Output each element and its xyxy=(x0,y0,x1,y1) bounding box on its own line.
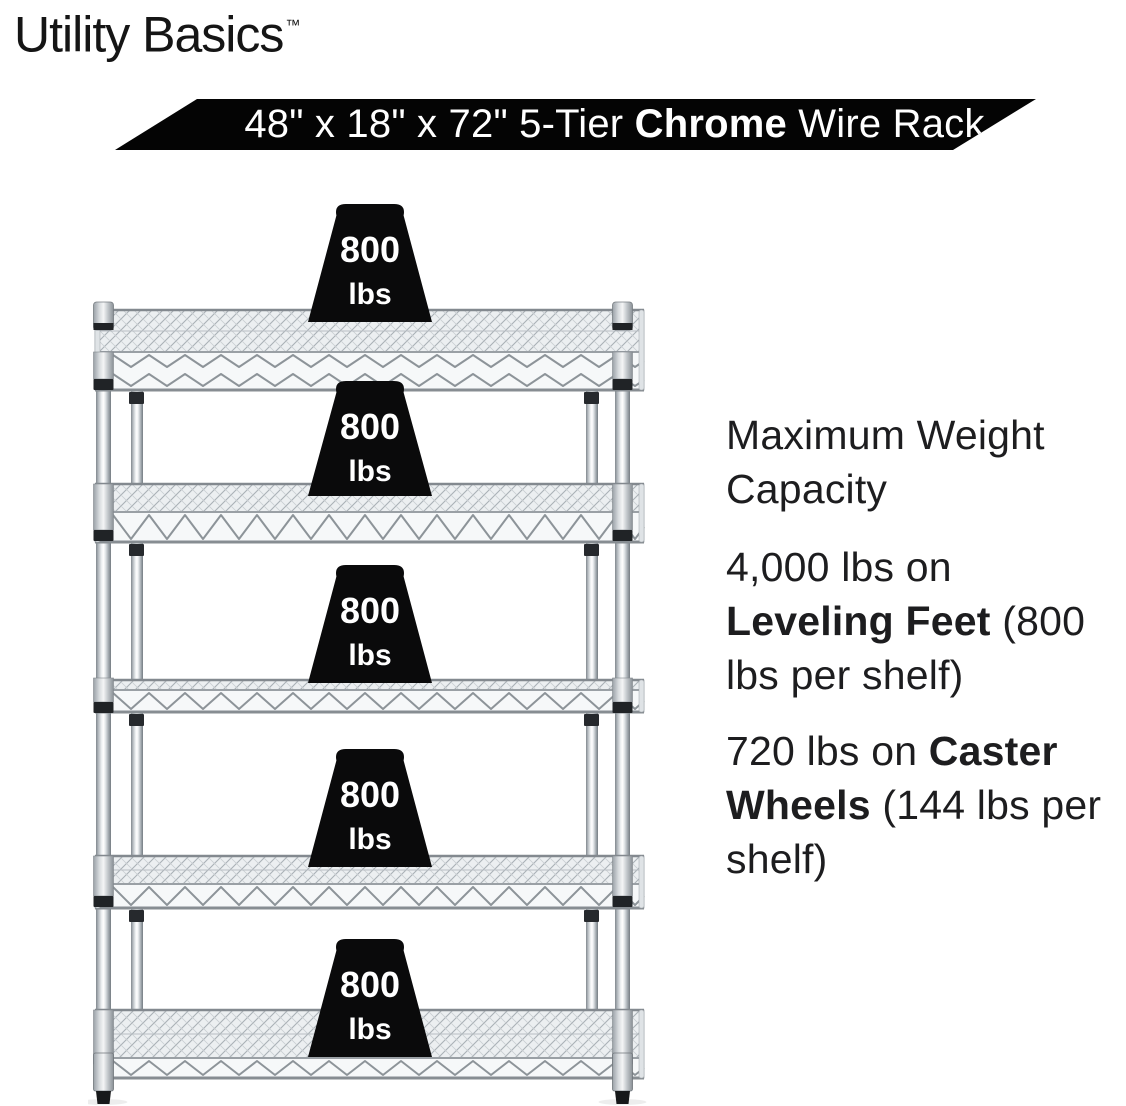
weight-value: 800 xyxy=(340,406,400,447)
wire-rack-illustration: 800 lbs 800 lbs 800 lbs 800 lbs 800 xyxy=(88,204,647,1105)
weight-icon-tier-3: 800 lbs xyxy=(308,565,432,683)
weight-unit: lbs xyxy=(348,278,391,311)
banner-dimensions-text: 48" x 18" x 72" 5-Tier xyxy=(244,102,635,146)
weight-unit: lbs xyxy=(348,1013,391,1046)
capacity-info-section: Maximum Weight Capacity 4,000 lbs on Lev… xyxy=(726,408,1126,908)
caster-wheels-suffix: (144 lbs per shelf) xyxy=(726,782,1102,882)
product-title: 48" x 18" x 72" 5-Tier Chrome Wire Rack xyxy=(166,48,984,201)
weight-icon-tier-4: 800 lbs xyxy=(308,749,432,867)
weight-icon-tier-2: 800 lbs xyxy=(308,381,432,496)
product-title-banner: 48" x 18" x 72" 5-Tier Chrome Wire Rack xyxy=(115,99,1036,150)
weight-value: 800 xyxy=(340,964,400,1005)
weight-unit: lbs xyxy=(348,455,391,488)
banner-finish-text: Chrome xyxy=(634,102,787,146)
caster-wheels-highlight: Caster Wheels xyxy=(726,728,1058,828)
leveling-feet xyxy=(88,1052,647,1105)
rack-fittings xyxy=(88,301,647,1105)
caster-wheels-capacity: 720 lbs on Caster Wheels (144 lbs per sh… xyxy=(726,724,1126,886)
weight-value: 800 xyxy=(340,229,400,270)
leveling-feet-suffix: (800 lbs per shelf) xyxy=(726,598,1086,698)
brand-name: Utility Basics xyxy=(14,6,284,63)
shelf-3 xyxy=(94,678,645,714)
weight-icon-tier-1: 800 lbs xyxy=(308,204,432,322)
weight-unit: lbs xyxy=(348,639,391,672)
weight-badges: 800 lbs 800 lbs 800 lbs 800 lbs 800 xyxy=(308,204,432,1057)
capacity-heading: Maximum Weight Capacity xyxy=(726,412,1045,512)
banner-product-text: Wire Rack xyxy=(786,102,985,146)
weight-value: 800 xyxy=(340,590,400,631)
leveling-feet-prefix: 4,000 lbs on xyxy=(726,544,952,590)
leveling-feet-capacity: 4,000 lbs on Leveling Feet (800 lbs per … xyxy=(726,540,1126,702)
leveling-feet-highlight: Leveling Feet xyxy=(726,598,991,644)
shelf-4 xyxy=(94,854,645,910)
caster-wheels-prefix: 720 lbs on xyxy=(726,728,929,774)
trademark-symbol: ™ xyxy=(285,17,301,34)
weight-unit: lbs xyxy=(348,823,391,856)
weight-value: 800 xyxy=(340,774,400,815)
weight-icon-tier-5: 800 lbs xyxy=(308,939,432,1057)
